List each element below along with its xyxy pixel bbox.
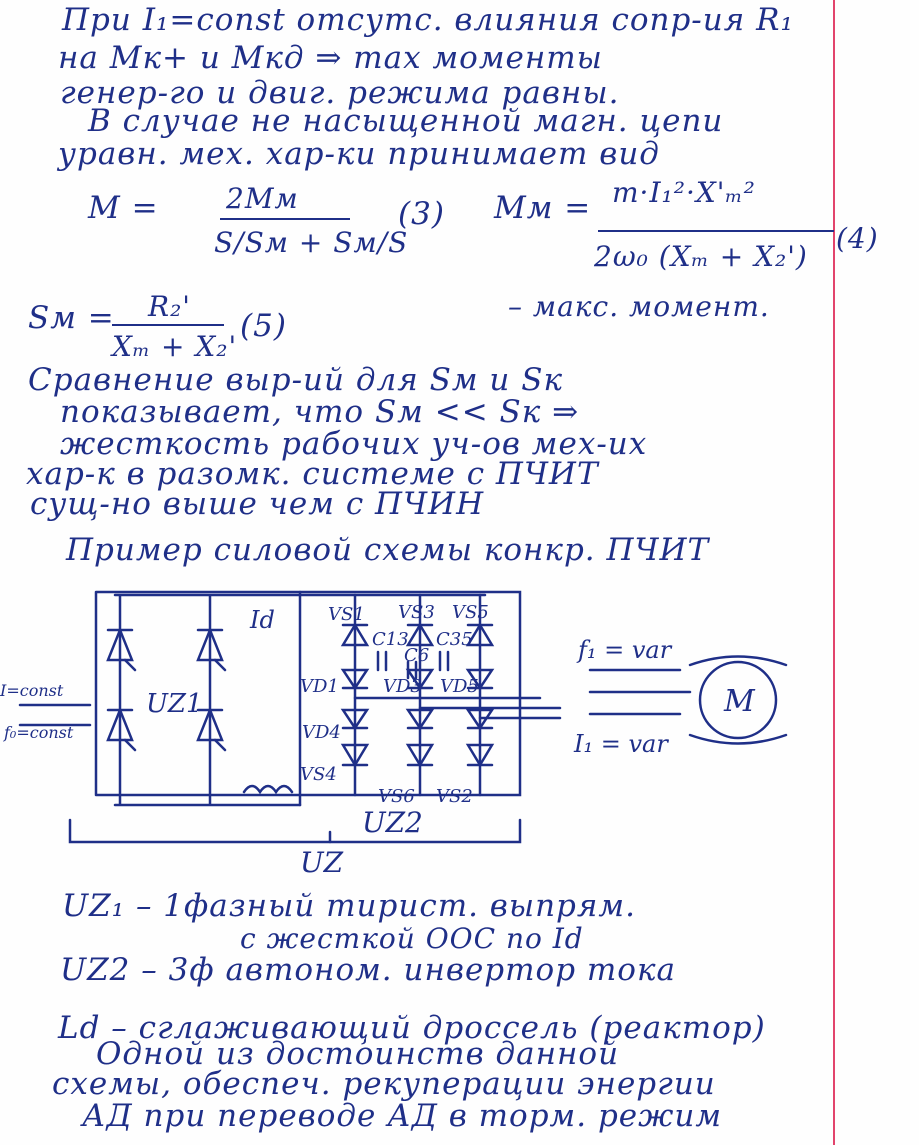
note-line-5: уравн. мех. хар-ки принимает вид — [58, 136, 660, 172]
note-line-6: Сравнение выр-ий для Sм и Sк — [28, 362, 563, 398]
formula-5-bar — [112, 324, 224, 326]
label-vd1: VD1 — [300, 676, 339, 697]
ld-inductor — [242, 784, 294, 795]
uz1-bus — [113, 593, 487, 807]
formula-5-tag: (5) — [240, 308, 287, 344]
note-line-18: АД при переводе АД в торм. режим — [82, 1098, 723, 1134]
label-id: Id — [249, 606, 275, 634]
label-vs4: VS4 — [300, 764, 337, 785]
label-vs6: VS6 — [378, 786, 415, 807]
label-vd3: VD3 — [383, 676, 422, 697]
uz2-top-thyristors — [340, 622, 495, 647]
note-line-10: сущ-но выше чем с ПЧИН — [30, 486, 485, 522]
label-vs1: VS1 — [328, 604, 365, 625]
label-c13: C13 — [372, 629, 409, 650]
label-vd4: VD4 — [302, 722, 341, 743]
uz2-legs — [353, 593, 482, 797]
label-input-1: I=const — [0, 681, 64, 700]
uz-frame — [94, 590, 522, 797]
formula-5-lhs: Sм = — [28, 300, 115, 336]
note-line-13: с жесткой ООС по Id — [240, 922, 584, 955]
formula-4-bar — [598, 230, 834, 232]
label-i1-var: I₁ = var — [573, 730, 669, 758]
uz1-thyristors-left — [106, 626, 134, 742]
label-uz2: UZ2 — [362, 806, 423, 839]
note-line-16: Одной из достоинств данной — [96, 1036, 620, 1072]
motor-feed — [588, 668, 692, 716]
label-motor: M — [723, 684, 756, 719]
margin-line — [833, 0, 835, 1145]
note-line-9: хар-к в разомк. системе с ПЧИТ — [26, 456, 599, 492]
note-line-11: Пример силовой схемы конкр. ПЧИТ — [66, 532, 710, 568]
formula-3-denominator: S/Sм + Sм/S — [214, 226, 409, 259]
uz1-thyristors-right — [196, 626, 224, 742]
note-line-3: генер-го и двиг. режима равны. — [60, 75, 620, 111]
commutating-capacitors — [376, 650, 450, 680]
formula-4-numerator: m·I₁²·X'ₘ² — [612, 176, 756, 209]
label-uz1: UZ1 — [146, 689, 203, 719]
label-c35: C35 — [436, 629, 473, 650]
label-input-2: f₀=const — [3, 723, 74, 742]
formula-5-numerator: R₂' — [148, 290, 192, 323]
formula-4-note: – макс. момент. — [508, 290, 770, 323]
label-vs3: VS3 — [398, 602, 435, 623]
formula-3-numerator: 2Mм — [226, 182, 299, 215]
label-f1-var: f₁ = var — [576, 636, 673, 664]
output-phase-lines — [353, 696, 562, 720]
label-vs2: VS2 — [436, 786, 473, 807]
input-leads — [18, 703, 92, 727]
label-uz: UZ — [300, 846, 344, 879]
note-line-1: При I₁=const отсутс. влияния сопр-ия R₁ — [62, 2, 794, 38]
note-line-2: на Mк+ и Mкд ⇒ max моменты — [58, 40, 603, 76]
formula-4-lhs: Mм = — [494, 190, 592, 226]
formula-3-tag: (3) — [398, 196, 445, 232]
uz2-brace — [68, 818, 522, 844]
uz2-bottom-diodes — [340, 708, 495, 731]
note-line-7: показывает, что Sм << Sк ⇒ — [60, 394, 580, 430]
note-line-14: UZ2 – 3ф автоном. инвертор тока — [60, 952, 676, 988]
formula-4-denominator: 2ω₀ (Xₘ + X₂') — [594, 240, 808, 273]
uz2-bottom-thyristors — [340, 743, 495, 768]
motor-circle — [698, 660, 778, 740]
label-vs5: VS5 — [452, 602, 489, 623]
note-line-12: UZ₁ – 1фазный тирист. выпрям. — [62, 888, 636, 924]
note-line-8: жесткость рабочих уч-ов мех-их — [60, 426, 648, 462]
formula-5-denominator: Xₘ + X₂' — [112, 330, 238, 363]
note-line-4: В случае не насыщенной магн. цепи — [88, 103, 724, 139]
formula-4-tag: (4) — [836, 222, 879, 255]
label-c6: C6 — [404, 645, 429, 666]
formula-3-bar — [220, 218, 350, 220]
power-circuit-diagram: Id UZ1 I=const f₀=const VS1 VS3 VS5 C13 … — [0, 590, 788, 879]
label-vd5: VD5 — [440, 676, 479, 697]
formula-3-lhs: M = — [88, 190, 159, 226]
uz2-top-diodes — [340, 668, 495, 691]
note-line-15: Ld – сглаживающий дроссель (реактор) — [58, 1010, 766, 1046]
note-line-17: схемы, обеспеч. рекуперации энергии — [52, 1066, 716, 1102]
